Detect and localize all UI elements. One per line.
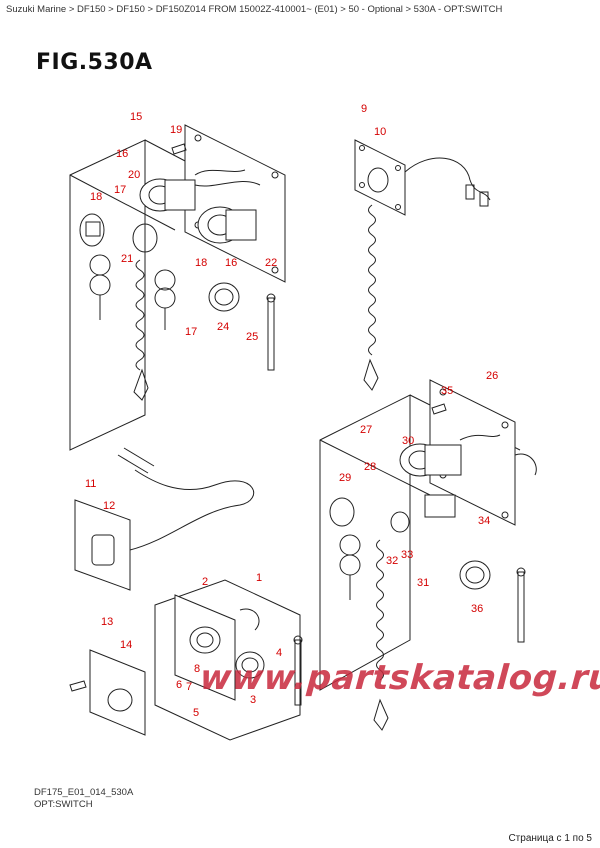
callout-9: 9 — [361, 103, 367, 115]
switch-panel-assembly-right — [319, 379, 537, 731]
callout-18b: 18 — [195, 257, 207, 269]
kill-switch-assembly — [354, 139, 491, 391]
callout-1: 1 — [256, 572, 262, 584]
callout-28: 29 — [339, 472, 351, 484]
callout-16b: 16 — [225, 257, 237, 269]
callout-17b: 17 — [185, 326, 197, 338]
callout-3: 3 — [250, 694, 256, 706]
switch-panel-assembly — [69, 124, 286, 451]
callout-5: 5 — [193, 707, 199, 719]
callout-24: 25 — [246, 331, 258, 343]
callout-13: 13 — [101, 616, 113, 628]
figure-code: DF175_E01_014_530A — [34, 787, 134, 798]
callout-32: 33 — [401, 549, 413, 561]
callout-10: 10 — [374, 126, 386, 138]
callout-21: 22 — [265, 257, 277, 269]
callout-12: 12 — [103, 500, 115, 512]
callout-23: 24 — [217, 321, 229, 333]
callout-2: 2 — [202, 576, 208, 588]
callout-29: 30 — [402, 435, 414, 447]
callout-14: 14 — [120, 639, 132, 651]
callout-17: 17 — [114, 184, 126, 196]
key-switch-assembly — [69, 649, 146, 736]
callout-35: 36 — [471, 603, 483, 615]
callout-11: 11 — [85, 478, 96, 490]
callout-15: 15 — [130, 111, 142, 123]
figure-caption: OPT:SWITCH — [34, 799, 93, 810]
callout-6: 6 — [176, 679, 182, 691]
callout-4: 4 — [276, 647, 282, 659]
callouts: 15 19 16 20 17 18 21 18 16 22 24 25 17 9… — [85, 103, 498, 719]
switch-panel-assembly-bottom — [154, 579, 303, 741]
callout-22: 19 — [170, 124, 182, 136]
callout-31: 32 — [386, 555, 398, 567]
watermark-text: www.partskatalog.ru — [198, 658, 600, 698]
callout-33: 34 — [478, 515, 490, 527]
figure-title: FIG.530A — [36, 50, 153, 75]
callout-20: 21 — [121, 253, 133, 265]
callout-18: 18 — [90, 191, 102, 203]
callout-30: 31 — [417, 577, 429, 589]
callout-16: 16 — [116, 148, 128, 160]
callout-8: 8 — [194, 663, 200, 675]
callout-19: 20 — [128, 169, 140, 181]
callout-27: 28 — [364, 461, 376, 473]
callout-25: 26 — [486, 370, 498, 382]
breadcrumb[interactable]: Suzuki Marine > DF150 > DF150 > DF150Z01… — [6, 4, 503, 15]
callout-34: 35 — [441, 385, 453, 397]
single-switch-assembly — [74, 447, 255, 591]
callout-26: 27 — [360, 424, 372, 436]
pager-text: Страница с 1 по 5 — [508, 833, 592, 844]
callout-7: 7 — [186, 681, 192, 693]
